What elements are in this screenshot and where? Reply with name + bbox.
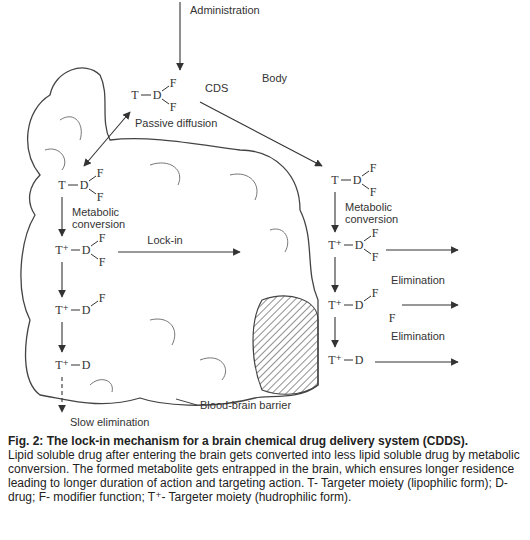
step-label: Administration — [190, 4, 260, 16]
brain-fold — [45, 117, 288, 392]
molecule-symbol: F — [372, 227, 379, 239]
arrow — [334, 317, 335, 347]
process-label: Metabolic conversion — [72, 206, 134, 230]
molecule-symbol: F — [370, 186, 377, 198]
process-label: Lock-in — [147, 234, 182, 246]
bond-line — [162, 99, 169, 104]
molecule-symbol: T⁺ — [55, 244, 69, 256]
bond-line — [89, 176, 96, 181]
arrow — [84, 112, 130, 166]
bond-line — [364, 236, 371, 241]
region-label: Body — [262, 72, 287, 84]
molecule-symbol: T⁺ — [328, 299, 342, 311]
caption-text: Lipid soluble drug after entering the br… — [8, 448, 522, 504]
molecule-symbol: D — [80, 179, 89, 191]
bond-line — [362, 184, 369, 189]
process-label: Passive diffusion — [135, 117, 217, 129]
arrow — [334, 257, 335, 292]
molecule-symbol: T⁺ — [328, 239, 342, 251]
arrow — [200, 102, 322, 166]
molecule-symbol: D — [353, 174, 362, 186]
molecule-symbol: D — [355, 354, 364, 366]
brain-outline — [21, 68, 318, 405]
molecule-symbol: T⁺ — [328, 354, 342, 366]
caption-block: Fig. 2: The lock-in mechanism for a brai… — [8, 434, 522, 504]
bond-line — [91, 241, 98, 246]
molecule-symbol: D — [355, 239, 364, 251]
molecule-symbol: F — [372, 287, 379, 299]
molecule-symbol: D — [153, 89, 162, 101]
bond-line — [141, 95, 151, 96]
bond-line — [344, 245, 353, 246]
bond-line — [71, 310, 80, 311]
leader-line — [176, 399, 197, 405]
molecule-symbol: T — [58, 179, 65, 191]
structure-label: Blood-brain barrier — [200, 399, 291, 411]
process-label: Elimination — [391, 330, 445, 342]
arrow — [61, 197, 62, 236]
figure-caption: Fig. 2: The lock-in mechanism for a brai… — [8, 434, 522, 448]
molecule-symbol: D — [355, 299, 364, 311]
bond-line — [344, 360, 353, 361]
molecule-symbol: T — [131, 89, 138, 101]
molecule-symbol: F — [97, 191, 104, 203]
arrow — [179, 2, 180, 70]
bond-line — [91, 254, 98, 259]
arrow — [402, 304, 458, 305]
molecule-symbol: D — [82, 304, 91, 316]
molecule-symbol: F — [99, 256, 106, 268]
process-label: Metabolic conversion — [345, 201, 407, 225]
cerebellum — [253, 296, 318, 394]
bond-line — [364, 249, 371, 254]
bond-line — [162, 86, 169, 91]
arrow — [61, 377, 62, 412]
arrow — [375, 361, 458, 362]
bond-line — [341, 180, 351, 181]
process-label: Slow elimination — [70, 416, 149, 428]
molecule-symbol: F — [170, 77, 177, 89]
bond-line — [89, 189, 96, 194]
molecule-symbol: F — [370, 162, 377, 174]
bond-line — [91, 301, 98, 306]
arrow — [61, 322, 62, 352]
bond-line — [364, 296, 371, 301]
molecule-symbol: T — [331, 174, 338, 186]
system-label: CDS — [205, 82, 228, 94]
molecule-symbol: F — [372, 251, 379, 263]
bond-line — [71, 250, 80, 251]
bond-line — [68, 185, 78, 186]
molecule-symbol: T⁺ — [55, 304, 69, 316]
molecule-symbol: D — [82, 359, 91, 371]
arrow — [118, 251, 240, 252]
molecule-symbol: F — [97, 167, 104, 179]
bond-line — [344, 305, 353, 306]
molecule-symbol: F — [389, 312, 396, 324]
molecule-symbol: F — [170, 101, 177, 113]
arrow — [334, 192, 335, 232]
arrow — [61, 262, 62, 297]
molecule-symbol: D — [82, 244, 91, 256]
molecule-symbol: F — [99, 292, 106, 304]
process-label: Elimination — [391, 274, 445, 286]
bond-line — [71, 365, 80, 366]
arrow — [386, 249, 458, 250]
molecule-symbol: T⁺ — [55, 359, 69, 371]
bond-line — [362, 171, 369, 176]
molecule-symbol: F — [99, 232, 106, 244]
